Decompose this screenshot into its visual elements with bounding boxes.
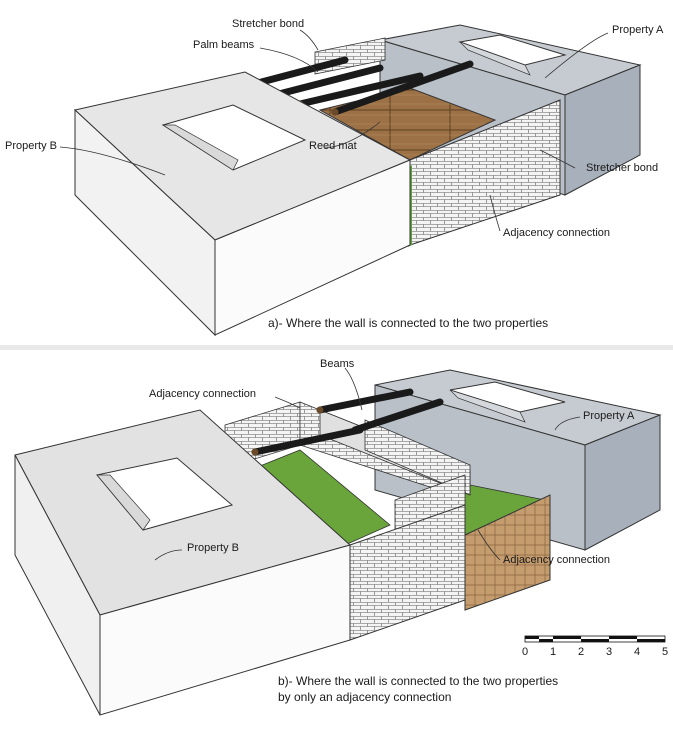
label-adjacency-connection-top: Adjacency connection xyxy=(149,388,256,400)
panel-b-svg: Beams Adjacency connection Property A Pr… xyxy=(14,358,668,716)
scale-tick-4: 4 xyxy=(634,646,640,658)
caption-a: a)- Where the wall is connected to the t… xyxy=(268,316,548,330)
scale-tick-3: 3 xyxy=(606,646,612,658)
scale-bar: 0 1 2 3 4 5 xyxy=(522,635,668,658)
front-brick-wall xyxy=(349,494,551,641)
label-stretcher-bond-top: Stretcher bond xyxy=(232,18,304,30)
label-palm-beams: Palm beams xyxy=(193,39,255,51)
caption-b-line2: by only an adjacency connection xyxy=(278,690,451,704)
label-property-a: Property A xyxy=(583,410,635,422)
scale-tick-2: 2 xyxy=(578,646,584,658)
panel-b-diagram: Beams Adjacency connection Property A Pr… xyxy=(0,350,673,730)
label-beams: Beams xyxy=(320,358,355,370)
property-b-block xyxy=(14,409,352,716)
panel-separator xyxy=(0,345,673,350)
scale-tick-0: 0 xyxy=(522,646,528,658)
label-reed-mat: Reed mat xyxy=(309,140,357,152)
scale-tick-5: 5 xyxy=(662,646,668,658)
scale-tick-1: 1 xyxy=(550,646,556,658)
label-adjacency-connection: Adjacency connection xyxy=(503,227,610,239)
caption-b-line1: b)- Where the wall is connected to the t… xyxy=(278,674,558,688)
label-adjacency-connection-bottom: Adjacency connection xyxy=(503,554,610,566)
property-b-block xyxy=(73,71,412,337)
panel-a-diagram: Stretcher bond Palm beams Property A Pro… xyxy=(0,0,673,345)
label-property-a: Property A xyxy=(612,24,664,36)
panel-a-svg: Stretcher bond Palm beams Property A Pro… xyxy=(5,18,664,337)
beams xyxy=(251,388,444,456)
label-stretcher-bond-right: Stretcher bond xyxy=(586,162,658,174)
label-property-b: Property B xyxy=(5,140,57,152)
label-property-b: Property B xyxy=(187,542,239,554)
